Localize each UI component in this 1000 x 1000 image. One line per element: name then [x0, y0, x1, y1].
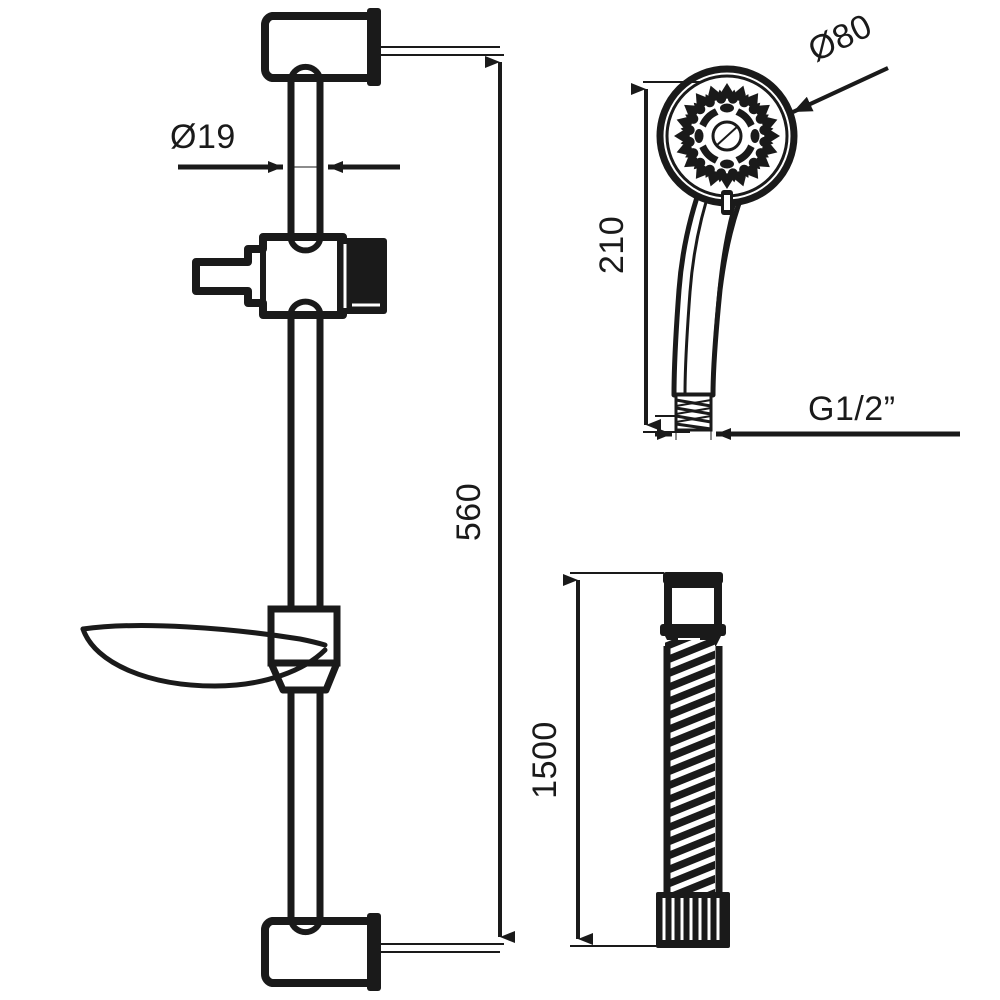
hose-body	[663, 640, 723, 906]
dimension-handset-length: 210	[593, 81, 700, 433]
dimension-label-spray-diameter: Ø80	[802, 7, 878, 70]
mid-nozzle-ring	[680, 89, 774, 183]
dimension-label-bar-length: 560	[450, 483, 488, 541]
soap-dish	[80, 623, 328, 689]
slide-bar	[287, 62, 324, 938]
dimension-bar-diameter: Ø19	[170, 118, 400, 173]
spray-face	[656, 65, 798, 215]
dimension-label-thread-size: G1/2”	[808, 390, 896, 428]
top-bracket	[261, 8, 500, 86]
slide-bar-assembly	[80, 8, 500, 991]
hand-shower-assembly	[656, 65, 798, 432]
hose-nut-top	[660, 572, 726, 646]
dimension-spray-diameter: Ø80	[792, 7, 889, 114]
dimension-thread-size: G1/2”	[655, 390, 960, 440]
dimension-label-handset-length: 210	[593, 216, 631, 274]
soap-dish-assembly	[80, 605, 341, 694]
dimension-bar-length: 560	[380, 54, 515, 945]
shower-hose-assembly	[656, 572, 730, 948]
bottom-bracket	[261, 913, 500, 991]
handset-thread	[674, 393, 713, 432]
handset-handle	[671, 177, 751, 398]
inner-jet-ring	[694, 103, 760, 169]
hose-nut-bottom	[656, 892, 730, 948]
dimension-label-hose-length: 1500	[526, 721, 564, 799]
dimension-label-bar-diameter: Ø19	[170, 118, 236, 156]
handset-holder	[192, 233, 387, 319]
dimension-hose-length: 1500	[526, 572, 664, 947]
